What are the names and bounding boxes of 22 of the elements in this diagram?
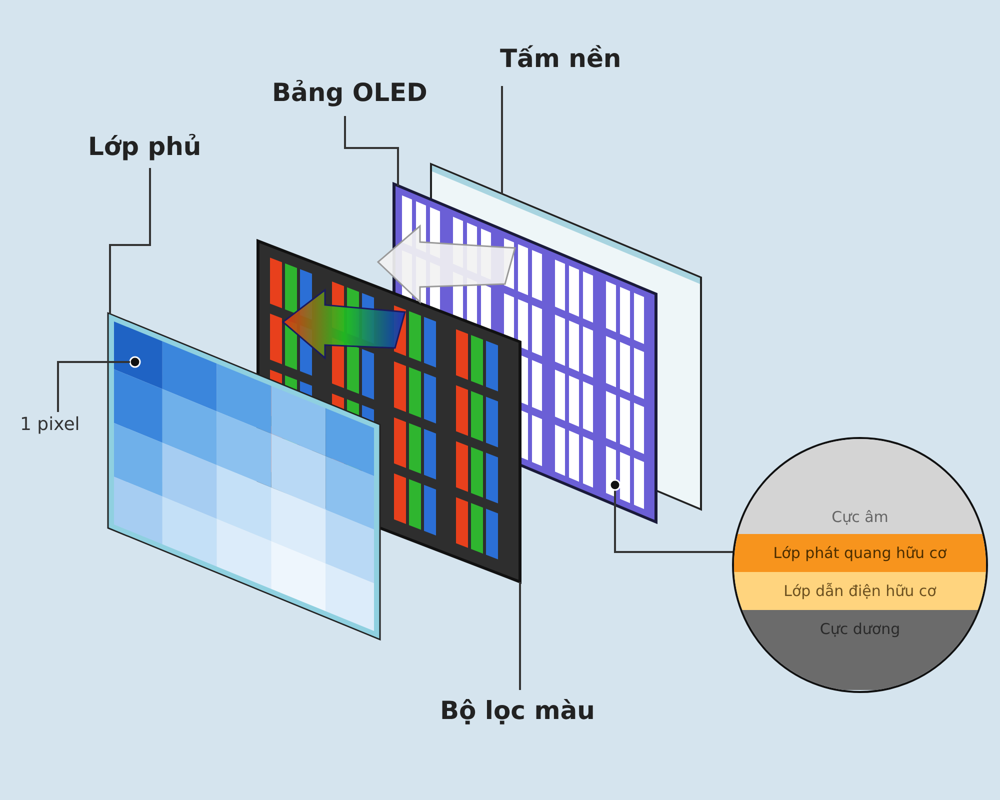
layer-label: Lớp phát quang hữu cơ [773,544,947,562]
leader-line [501,86,503,194]
layer-label: Cực dương [820,620,900,638]
layer-band [734,534,986,572]
cover-glass-drawing [105,310,383,643]
block-arrow [376,224,516,304]
part-label: Bộ lọc màu [440,696,595,725]
leader-line [344,116,399,186]
layer-label: Cực âm [832,508,888,526]
leader-line [519,582,521,690]
magnified-layers-circle [732,437,988,693]
part-label: Lớp phủ [88,132,202,161]
layer-band [734,572,986,610]
leader-line [109,168,151,314]
layer-label: Lớp dẫn điện hữu cơ [784,582,936,600]
part-label: Bảng OLED [272,78,428,107]
marker-dot [129,356,141,368]
part-label: 1 pixel [20,414,80,435]
leader-line [57,361,130,412]
leader-line [614,490,733,553]
block-arrow [282,288,406,360]
part-label: Tấm nền [500,44,622,73]
